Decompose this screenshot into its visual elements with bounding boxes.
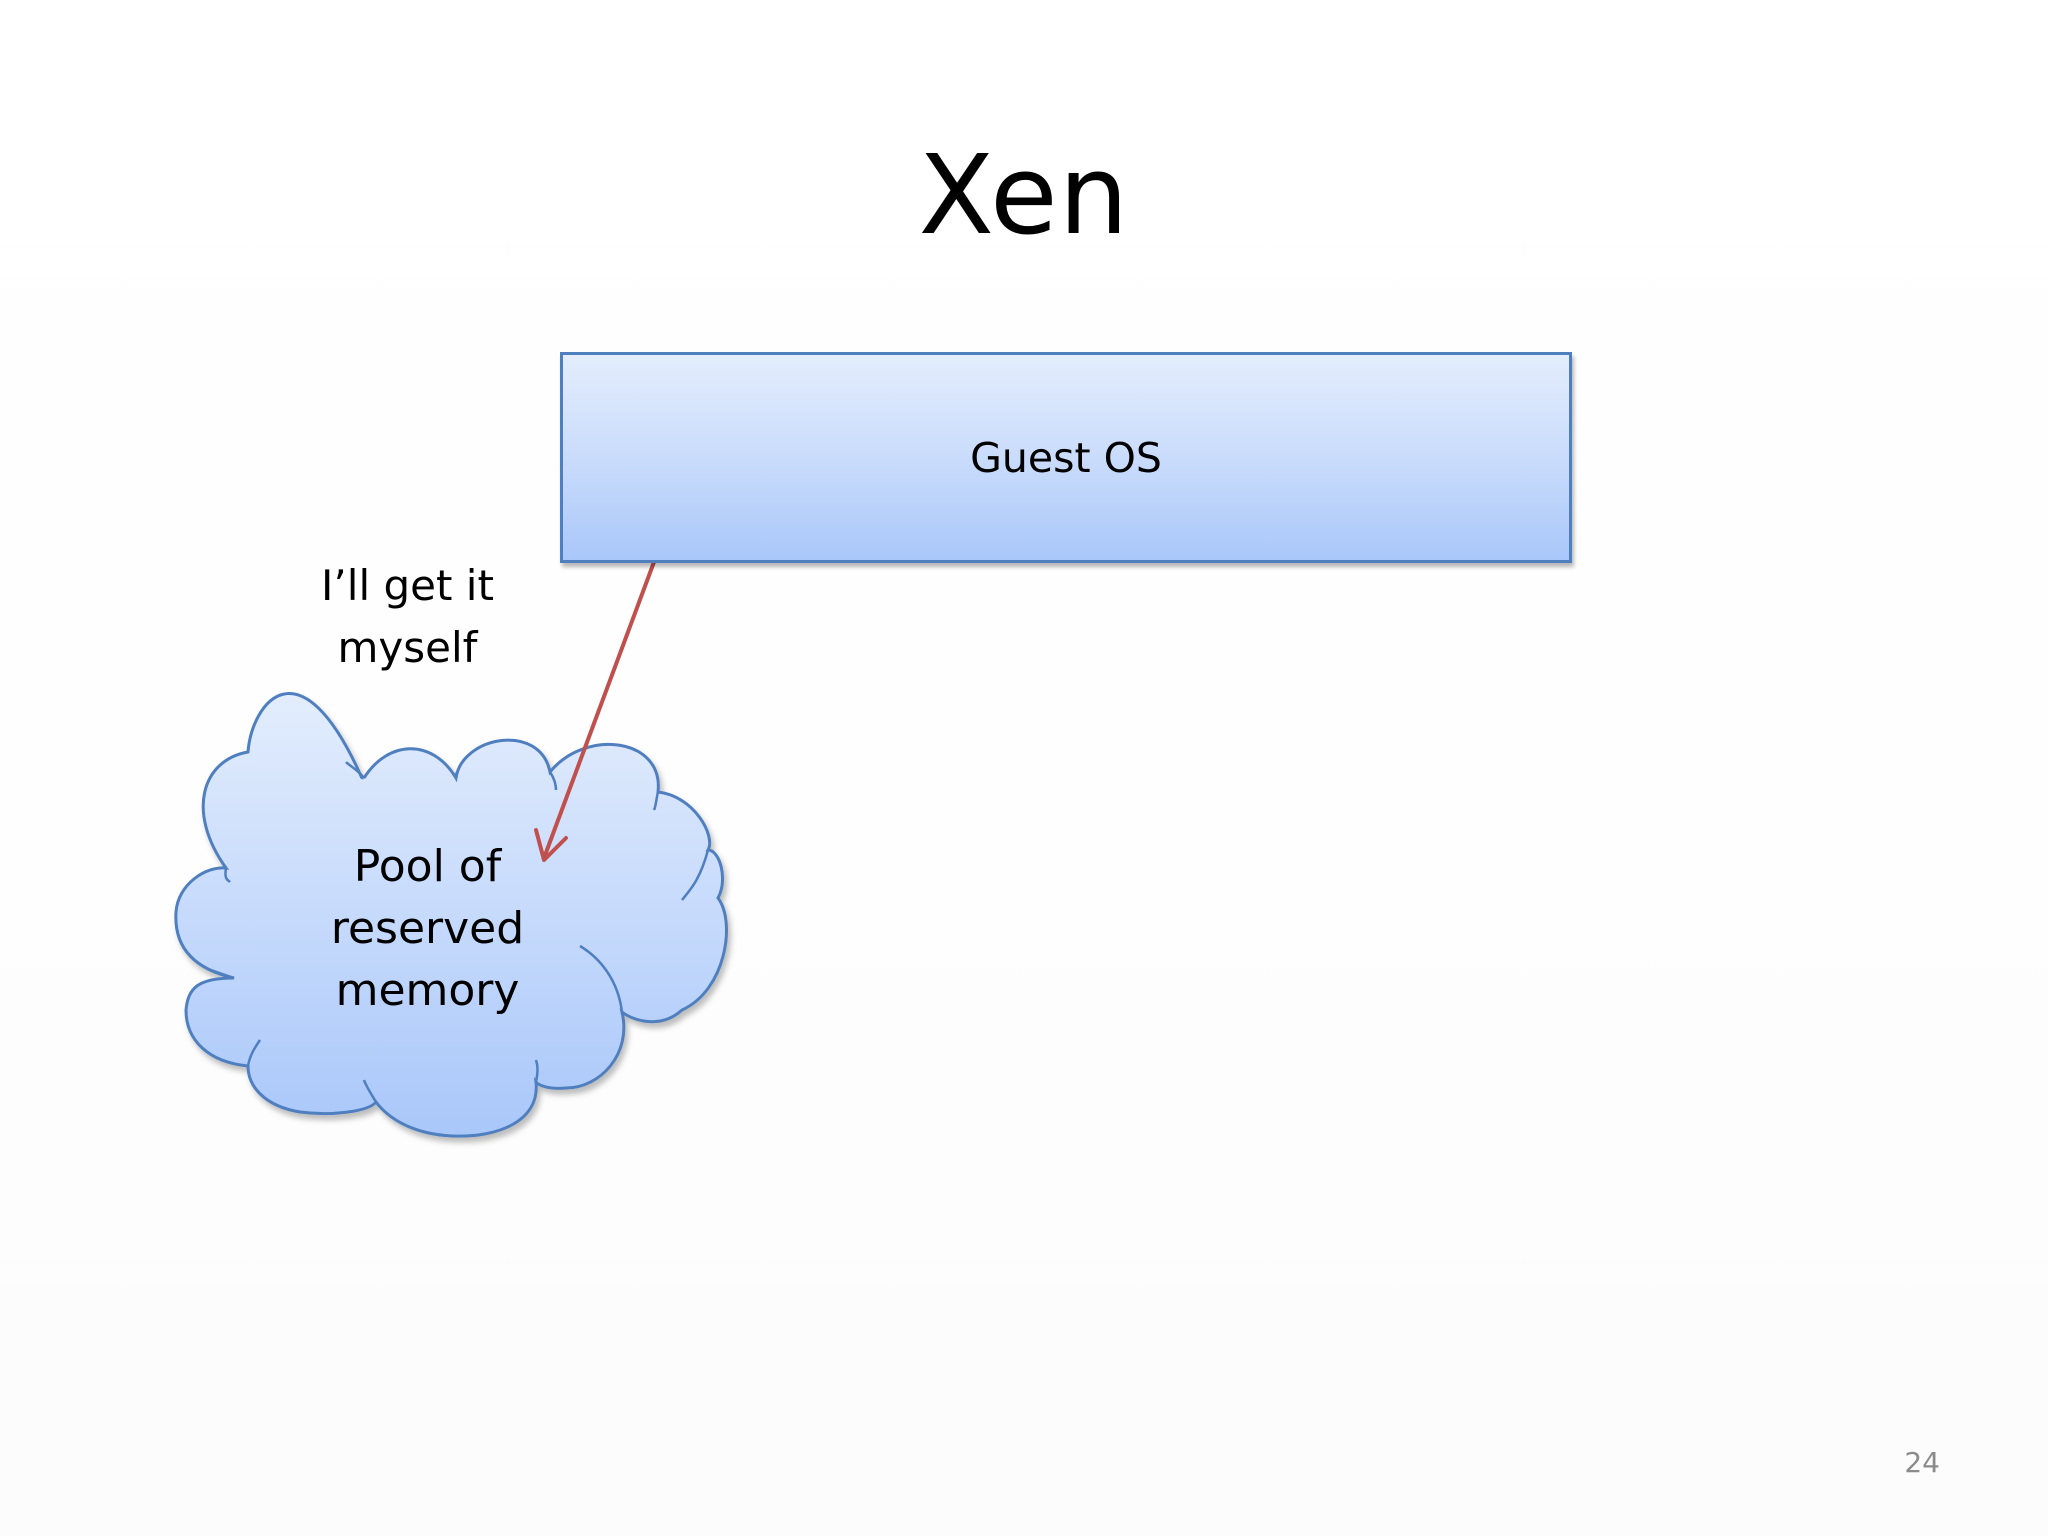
arrow-head-icon — [534, 828, 568, 862]
memory-pool-label: Pool of reserved memory — [290, 836, 565, 1022]
page-number: 24 — [1904, 1446, 1940, 1479]
arrow-label-line: I’ll get it — [321, 561, 494, 610]
memory-pool-label-line: memory — [335, 965, 520, 1016]
memory-pool-label-line: reserved — [330, 903, 525, 954]
cloud-inner-arcs — [205, 761, 710, 1103]
memory-pool-label-line: Pool of — [353, 841, 502, 892]
get-memory-arrow — [534, 560, 656, 862]
guest-os-box: Guest OS — [560, 352, 1572, 563]
arrow-label: I’ll get it myself — [295, 555, 520, 679]
guest-os-label: Guest OS — [970, 433, 1162, 482]
arrow-label-line: myself — [337, 623, 478, 672]
slide-title: Xen — [918, 131, 1130, 259]
arrow-line — [542, 560, 656, 860]
